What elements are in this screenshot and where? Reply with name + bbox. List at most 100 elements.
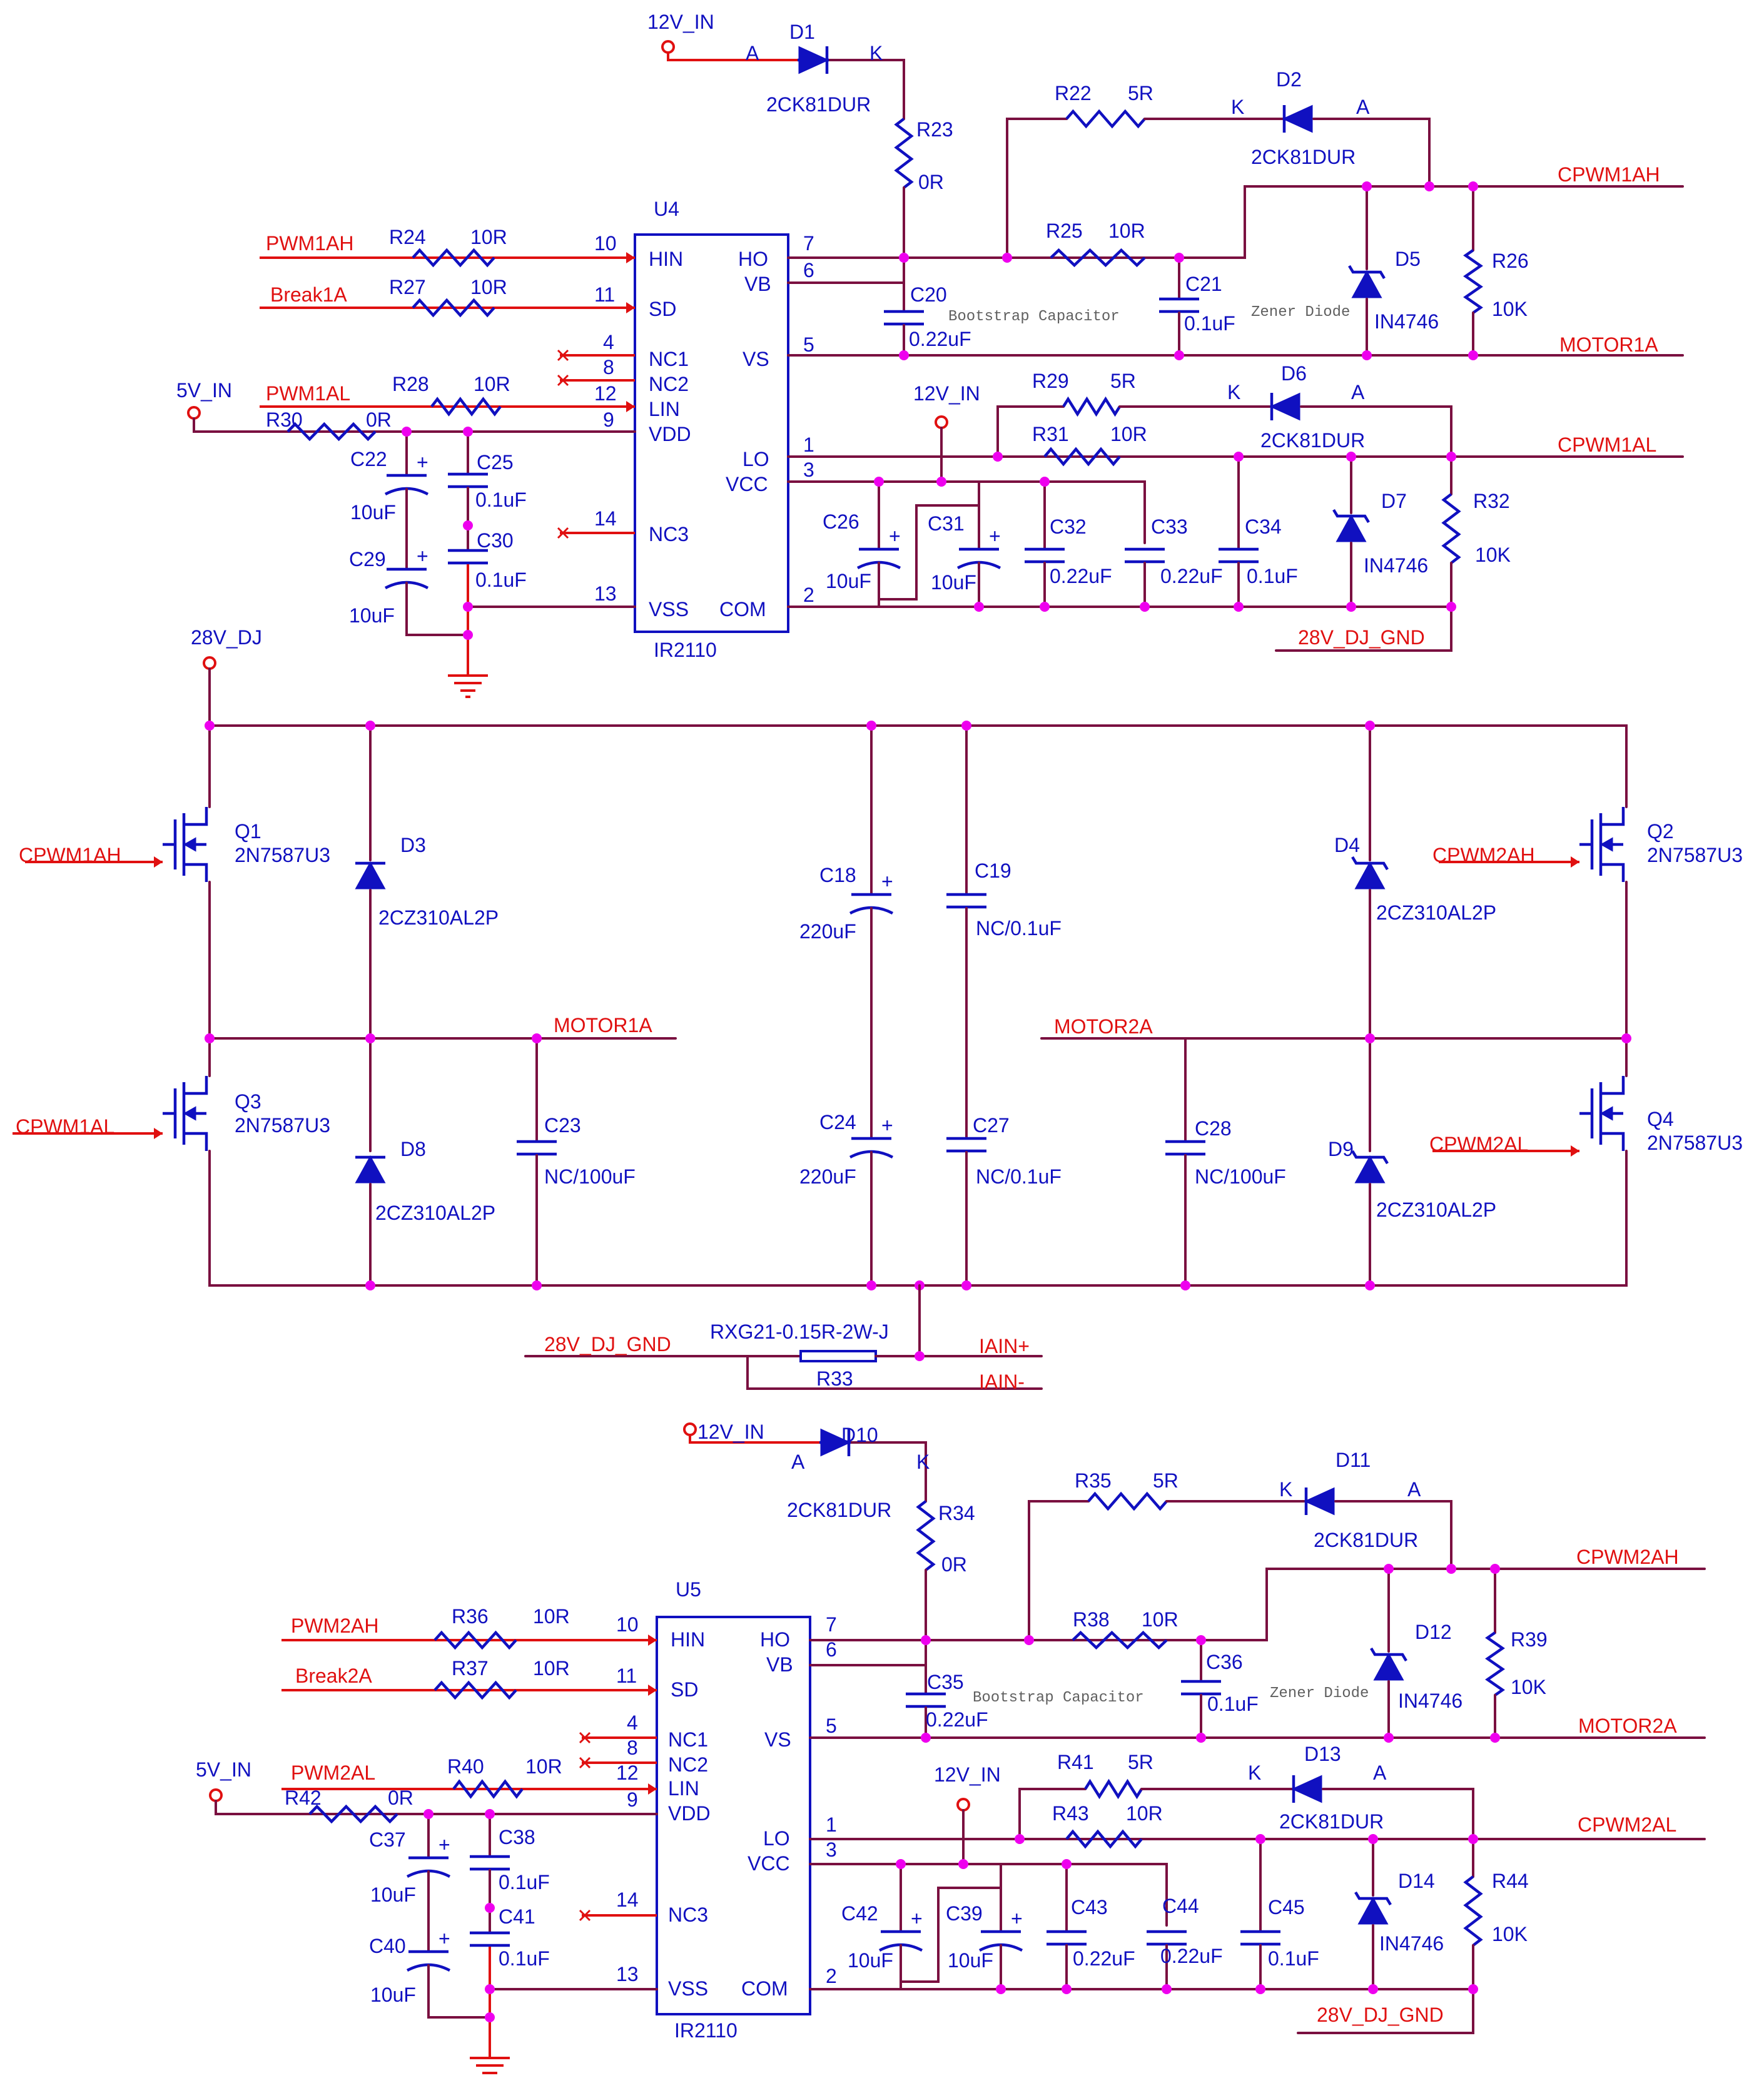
schematic-label: R25 [1046,220,1083,242]
junction-dot [974,602,984,612]
junction-dot [463,520,473,530]
schematic-label: C25 [477,451,514,474]
junction-dot [463,602,473,612]
no-connect-mark [557,527,569,539]
schematic-label: 28V_DJ [191,626,262,649]
resistor-symbol [1043,447,1121,467]
junction-dot [365,1033,375,1043]
schematic-label: C31 [928,512,965,535]
schematic-label: 5R [1128,1751,1153,1773]
wire [1322,1788,1474,1840]
schematic-label: Bootstrap Capacitor [973,1690,1144,1706]
schematic-label: A [1407,1478,1421,1501]
schematic-label: R23 [916,118,953,141]
junction-dot [899,350,909,360]
schematic-label: R30 [266,408,303,431]
junction-dot [1468,1834,1478,1844]
schematic-label: 3 [803,459,814,481]
schematic-wiring: ++++++++++ [13,40,1706,2074]
schematic-label: IN4746 [1398,1690,1462,1712]
arrow-icon [626,302,635,313]
junction-dot [936,477,946,487]
schematic-label: 2CK81DUR [766,93,871,116]
junction-dot [961,721,971,731]
power-port-icon [187,406,201,420]
schematic-label: 0.22uF [1050,565,1112,587]
schematic-label: K [869,42,883,64]
schematic-label: IN4746 [1364,554,1428,577]
wire [1028,1500,1090,1641]
schematic-label: Q2 [1647,820,1674,843]
schematic-label: C41 [499,1905,535,1928]
schematic-label: Zener Diode [1270,1685,1369,1702]
power-port-icon [203,656,216,670]
schematic-label: D12 [1415,1621,1452,1643]
schematic-label: LO [743,448,769,470]
schematic-label: 5R [1153,1469,1179,1492]
resistor-symbol [1065,1829,1143,1849]
schematic-label: 10 [616,1613,639,1636]
schematic-label: CPWM2AH [1576,1546,1679,1568]
schematic-label: NC/100uF [544,1165,636,1188]
schematic-label: 28V_DJ_GND [1317,2004,1444,2026]
wire [849,1441,927,1503]
schematic-label: 11 [616,1665,637,1687]
schematic-label: 12 [616,1761,639,1784]
schematic-label: 2CZ310AL2P [1376,1199,1496,1221]
schematic-label: C20 [910,283,947,306]
schematic-label: IN4746 [1379,1932,1444,1955]
junction-dot [1490,1733,1500,1743]
polarity-mark: + [881,870,893,893]
polarity-mark: + [438,1833,450,1856]
schematic-label: 10R [1142,1608,1179,1631]
schematic-label: 2N7587U3 [235,844,330,866]
schematic-label: 0.22uF [1160,565,1223,587]
polarity-mark: + [417,545,428,567]
schematic-label: A [791,1451,805,1473]
schematic-label: 4 [627,1711,638,1734]
schematic-label: C40 [369,1935,406,1957]
resistor-symbol [286,422,377,442]
schematic-label: 8 [603,356,614,378]
resistor-symbol [433,1630,517,1650]
schematic-label: NC/0.1uF [976,917,1062,940]
shunt-resistor-symbol [799,1350,877,1362]
schematic-label: 2CK81DUR [1279,1810,1384,1833]
schematic-label: PWM2AH [291,1614,378,1637]
junction-dot [958,1859,968,1869]
mosfet-drain [1601,1076,1625,1095]
wire [689,1435,819,1444]
no-connect-mark [557,349,569,362]
schematic-label: PWM2AL [291,1761,375,1784]
junction-dot [485,2012,495,2022]
schematic-label: 10K [1511,1676,1546,1698]
arrow-icon [648,1635,657,1646]
junction-dot [365,721,375,731]
schematic-label: 10R [525,1755,562,1778]
schematic-label: VSS [668,1977,708,2000]
schematic-label: Q4 [1647,1108,1674,1130]
resistor-symbol [412,298,495,318]
schematic-label: NC1 [649,348,689,370]
schematic-label: 10uF [370,1883,416,1906]
wire [1300,405,1452,458]
schematic-label: 10uF [848,1949,893,1972]
diode-icon [355,861,386,889]
schematic-label: VB [766,1653,793,1676]
mosfet-arrow [183,1106,196,1121]
junction-dot [1174,350,1184,360]
junction-dot [1621,1033,1631,1043]
schematic-label: CPWM2AL [1429,1133,1528,1155]
wire [809,1568,1706,1641]
mosfet-source [184,863,208,882]
no-connect-mark [579,1909,591,1922]
junction-dot [1062,1859,1072,1869]
schematic-label: 8 [627,1736,638,1759]
power-port-icon [935,415,948,429]
junction-dot [205,1033,215,1043]
polarity-mark: + [881,1114,893,1137]
schematic-label: C43 [1071,1896,1108,1918]
schematic-label: U5 [676,1578,701,1601]
schematic-label: C26 [823,510,859,533]
schematic-label: D10 [841,1424,878,1446]
